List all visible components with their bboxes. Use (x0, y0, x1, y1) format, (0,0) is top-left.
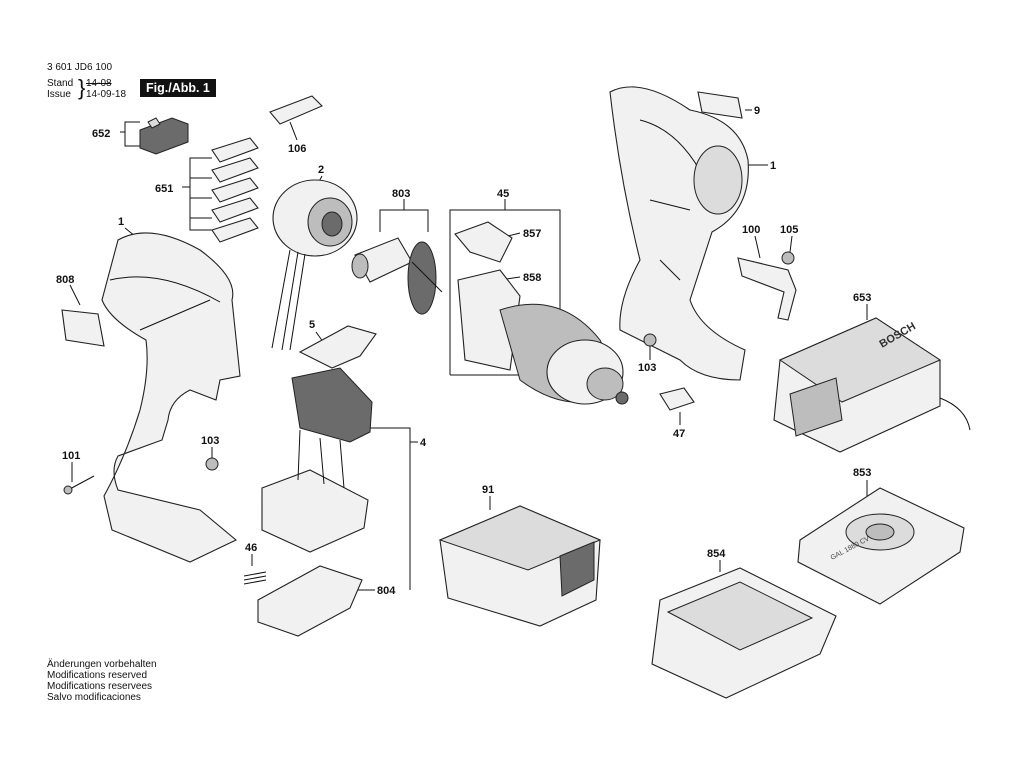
label-854: 854 (707, 548, 726, 560)
note-fr: Modifications reservees (47, 681, 153, 692)
label-100: 100 (742, 224, 760, 236)
stand-date: 14-08 (86, 78, 112, 89)
label-91: 91 (482, 484, 494, 496)
part-45-gearbox-chuck (457, 269, 629, 405)
part-9-strip (697, 91, 743, 119)
note-en: Modifications reserved (47, 670, 148, 681)
part-652-clip (139, 117, 189, 155)
label-103-right: 103 (638, 362, 656, 374)
label-106: 106 (288, 143, 306, 155)
issue-date: 14-09-18 (86, 89, 127, 100)
callout-labels: 652 651 106 2 803 45 857 858 9 1 1 808 1… (56, 105, 871, 597)
label-651: 651 (155, 183, 173, 195)
label-2: 2 (318, 164, 324, 176)
note-es: Salvo modificaciones (47, 692, 141, 703)
part-1-housing-left (101, 232, 241, 563)
label-101: 101 (62, 450, 80, 462)
label-808: 808 (56, 274, 74, 286)
part-105-screw (781, 251, 795, 265)
disclaimer-notes: Änderungen vorbehalten Modifications res… (47, 659, 157, 703)
part-808-plate (61, 309, 105, 347)
brace-glyph: } (78, 75, 86, 100)
part-101-screw (63, 475, 95, 495)
label-804: 804 (377, 585, 396, 597)
label-803: 803 (392, 188, 410, 200)
label-1-left: 1 (118, 216, 124, 228)
label-1-right: 1 (770, 160, 776, 172)
part-803-armature (351, 237, 443, 315)
stand-label: Stand (47, 78, 74, 89)
figure-label: Fig./Abb. 1 (140, 79, 216, 97)
label-4: 4 (420, 437, 427, 449)
part-number: 3 601 JD6 100 (47, 62, 113, 73)
part-100-bracket (737, 257, 797, 321)
label-9: 9 (754, 105, 760, 117)
label-103-left: 103 (201, 435, 219, 447)
label-105: 105 (780, 224, 798, 236)
issue-label: Issue (47, 89, 71, 100)
part-857 (454, 221, 513, 263)
part-853-charger (797, 487, 965, 605)
part-91-battery (438, 505, 602, 627)
part-804-plate (257, 565, 363, 637)
part-653-charger: BOSCH (773, 317, 971, 453)
label-47: 47 (673, 428, 685, 440)
part-46-spring (243, 571, 267, 585)
label-858: 858 (523, 272, 541, 284)
part-4-switch (261, 367, 373, 553)
part-103-nut-right (643, 333, 657, 347)
label-5: 5 (309, 319, 315, 331)
label-653: 653 (853, 292, 871, 304)
part-106-pad (269, 95, 323, 125)
label-652: 652 (92, 128, 110, 140)
note-de: Änderungen vorbehalten (47, 659, 157, 670)
label-46: 46 (245, 542, 257, 554)
part-47 (659, 387, 695, 411)
part-5 (298, 325, 377, 369)
label-857: 857 (523, 228, 541, 240)
part-2-stator (271, 179, 358, 351)
label-853: 853 (853, 467, 871, 479)
part-1-housing-right (609, 86, 749, 381)
part-854-base (651, 567, 837, 699)
label-45: 45 (497, 188, 509, 200)
part-103-nut-left (205, 457, 219, 471)
part-651-pads (211, 137, 259, 243)
